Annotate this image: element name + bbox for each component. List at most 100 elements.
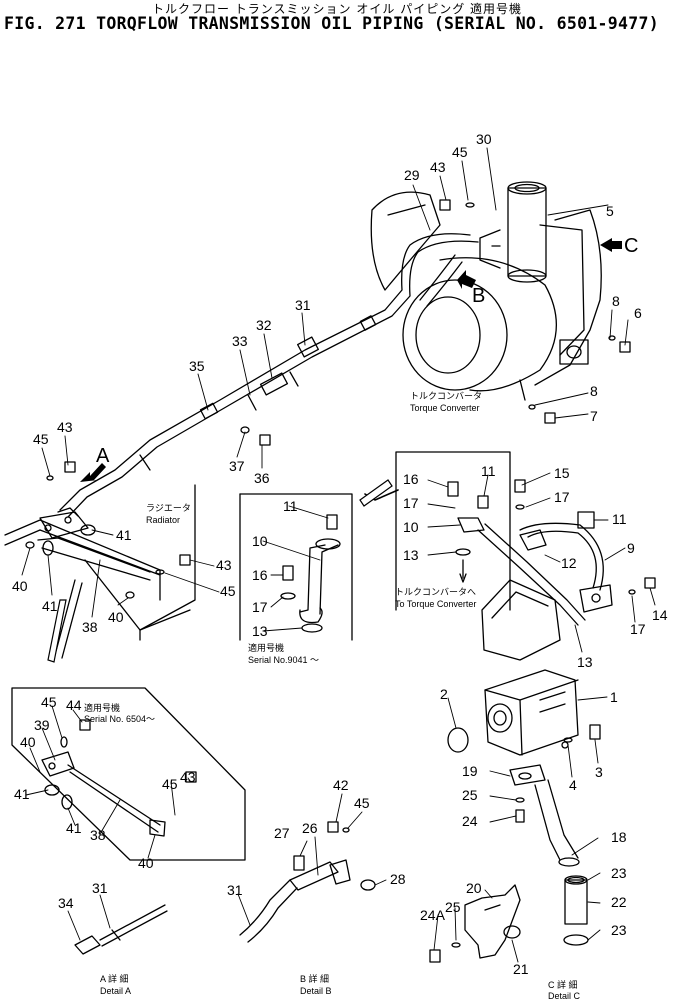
callout-31-c: 31	[227, 882, 243, 898]
view-arrow-a-icon	[80, 463, 106, 482]
callout-43-b: 43	[57, 419, 73, 435]
view-arrow-c-icon	[600, 238, 622, 252]
serial-6504-label: Serial No. 6504～	[84, 714, 155, 724]
serial-9041-inset	[239, 493, 353, 641]
callout-40-c: 40	[20, 734, 36, 750]
detail-c-label: Detail C	[548, 991, 581, 1001]
callout-41-b: 41	[42, 598, 58, 614]
callout-43-c: 43	[216, 557, 232, 573]
callout-23-a: 23	[611, 865, 627, 881]
hatched-arrows	[47, 479, 393, 663]
callout-32: 32	[256, 317, 272, 333]
callout-31-b: 31	[92, 880, 108, 896]
callout-43-a: 43	[430, 159, 446, 175]
callout-4: 4	[569, 777, 577, 793]
callout-26: 26	[302, 820, 318, 836]
callout-17-c: 17	[554, 489, 570, 505]
callout-15: 15	[554, 465, 570, 481]
detail-a-label-jp: A 詳 細	[100, 973, 129, 984]
detail-b-label-jp: B 詳 細	[300, 973, 329, 984]
callout-11-c: 11	[612, 511, 627, 527]
oil-filter	[479, 181, 547, 283]
to-tc-inset	[395, 451, 511, 611]
callout-7: 7	[590, 408, 598, 424]
callout-6: 6	[634, 305, 642, 321]
callout-33: 33	[232, 333, 248, 349]
callout-45-a: 45	[452, 144, 468, 160]
callout-numbers: 1 2 3 4 5 6 7 8 8 9 10 10 11 11 11 12 13…	[12, 131, 668, 977]
callout-37: 37	[229, 458, 245, 474]
callout-17-b: 17	[403, 495, 419, 511]
callout-8-bottom: 8	[590, 383, 598, 399]
detail-b-label: Detail B	[300, 986, 332, 996]
to-tc-label-jp: トルクコンバータへ	[395, 587, 476, 597]
line-9-pipe	[477, 511, 613, 661]
radiator-label: Radiator	[146, 515, 180, 525]
to-tc-label: To Torque Converter	[395, 599, 476, 609]
leader-lines	[21, 147, 656, 963]
view-letter-c: C	[624, 235, 638, 257]
torque-converter-label-jp: トルクコンバータ	[410, 391, 482, 401]
callout-39: 39	[34, 717, 50, 733]
callout-10-b: 10	[403, 519, 419, 535]
view-arrows	[364, 244, 616, 501]
callout-43-d: 43	[180, 769, 196, 785]
callout-24: 24	[462, 813, 478, 829]
radiator-label-jp: ラジエータ	[146, 503, 191, 513]
callout-36: 36	[254, 470, 270, 486]
oil-pump	[447, 669, 579, 756]
callout-12: 12	[561, 555, 577, 571]
callout-41-c: 41	[14, 786, 30, 802]
callout-10-a: 10	[252, 533, 268, 549]
view-letter-a: A	[96, 445, 110, 467]
callout-16-b: 16	[403, 471, 419, 487]
callout-38-a: 38	[82, 619, 98, 635]
callout-23-b: 23	[611, 922, 627, 938]
serial-9041-label-jp: 適用号機	[248, 642, 284, 653]
callout-38-b: 38	[90, 827, 106, 843]
callout-9: 9	[627, 540, 635, 556]
callout-42: 42	[333, 777, 349, 793]
main-oil-pipe	[39, 233, 479, 539]
callout-14: 14	[652, 607, 668, 623]
callout-29: 29	[404, 167, 420, 183]
callout-2: 2	[440, 686, 448, 702]
detail-c-label-jp: C 詳 細	[548, 979, 578, 990]
callout-45-f: 45	[354, 795, 370, 811]
callout-20: 20	[466, 880, 482, 896]
callout-13-b: 13	[403, 547, 419, 563]
callout-25-b: 25	[445, 899, 461, 915]
callout-5: 5	[606, 203, 614, 219]
callout-8-top: 8	[612, 293, 620, 309]
callout-17-d: 17	[630, 621, 646, 637]
callout-16-a: 16	[252, 567, 268, 583]
callout-13-a: 13	[252, 623, 268, 639]
callout-11-b: 11	[481, 463, 496, 479]
callout-1: 1	[610, 689, 618, 705]
detail-a-box	[11, 687, 246, 861]
callout-44: 44	[66, 697, 82, 713]
callout-40-d: 40	[138, 855, 154, 871]
serial-6504-label-jp: 適用号機	[84, 702, 120, 713]
detail-a-hose	[74, 904, 168, 955]
callout-41-d: 41	[66, 820, 82, 836]
callout-45-d: 45	[41, 694, 57, 710]
callout-45-b: 45	[33, 431, 49, 447]
callout-11-a: 11	[283, 498, 298, 514]
callout-34: 34	[58, 895, 74, 911]
view-arrow-b-icon	[457, 270, 476, 289]
view-letter-b: B	[472, 285, 485, 307]
callout-25-a: 25	[462, 787, 478, 803]
callout-30: 30	[476, 131, 492, 147]
serial-9041-label: Serial No.9041 ～	[248, 655, 319, 665]
callout-22: 22	[611, 894, 627, 910]
callout-21: 21	[513, 961, 529, 977]
torque-converter-label: Torque Converter	[410, 403, 480, 413]
callout-45-c: 45	[220, 583, 236, 599]
callout-27: 27	[274, 825, 290, 841]
callout-35: 35	[189, 358, 205, 374]
detail-b-hose	[239, 821, 376, 943]
callout-40-b: 40	[108, 609, 124, 625]
callout-17-a: 17	[252, 599, 268, 615]
callout-3: 3	[595, 764, 603, 780]
